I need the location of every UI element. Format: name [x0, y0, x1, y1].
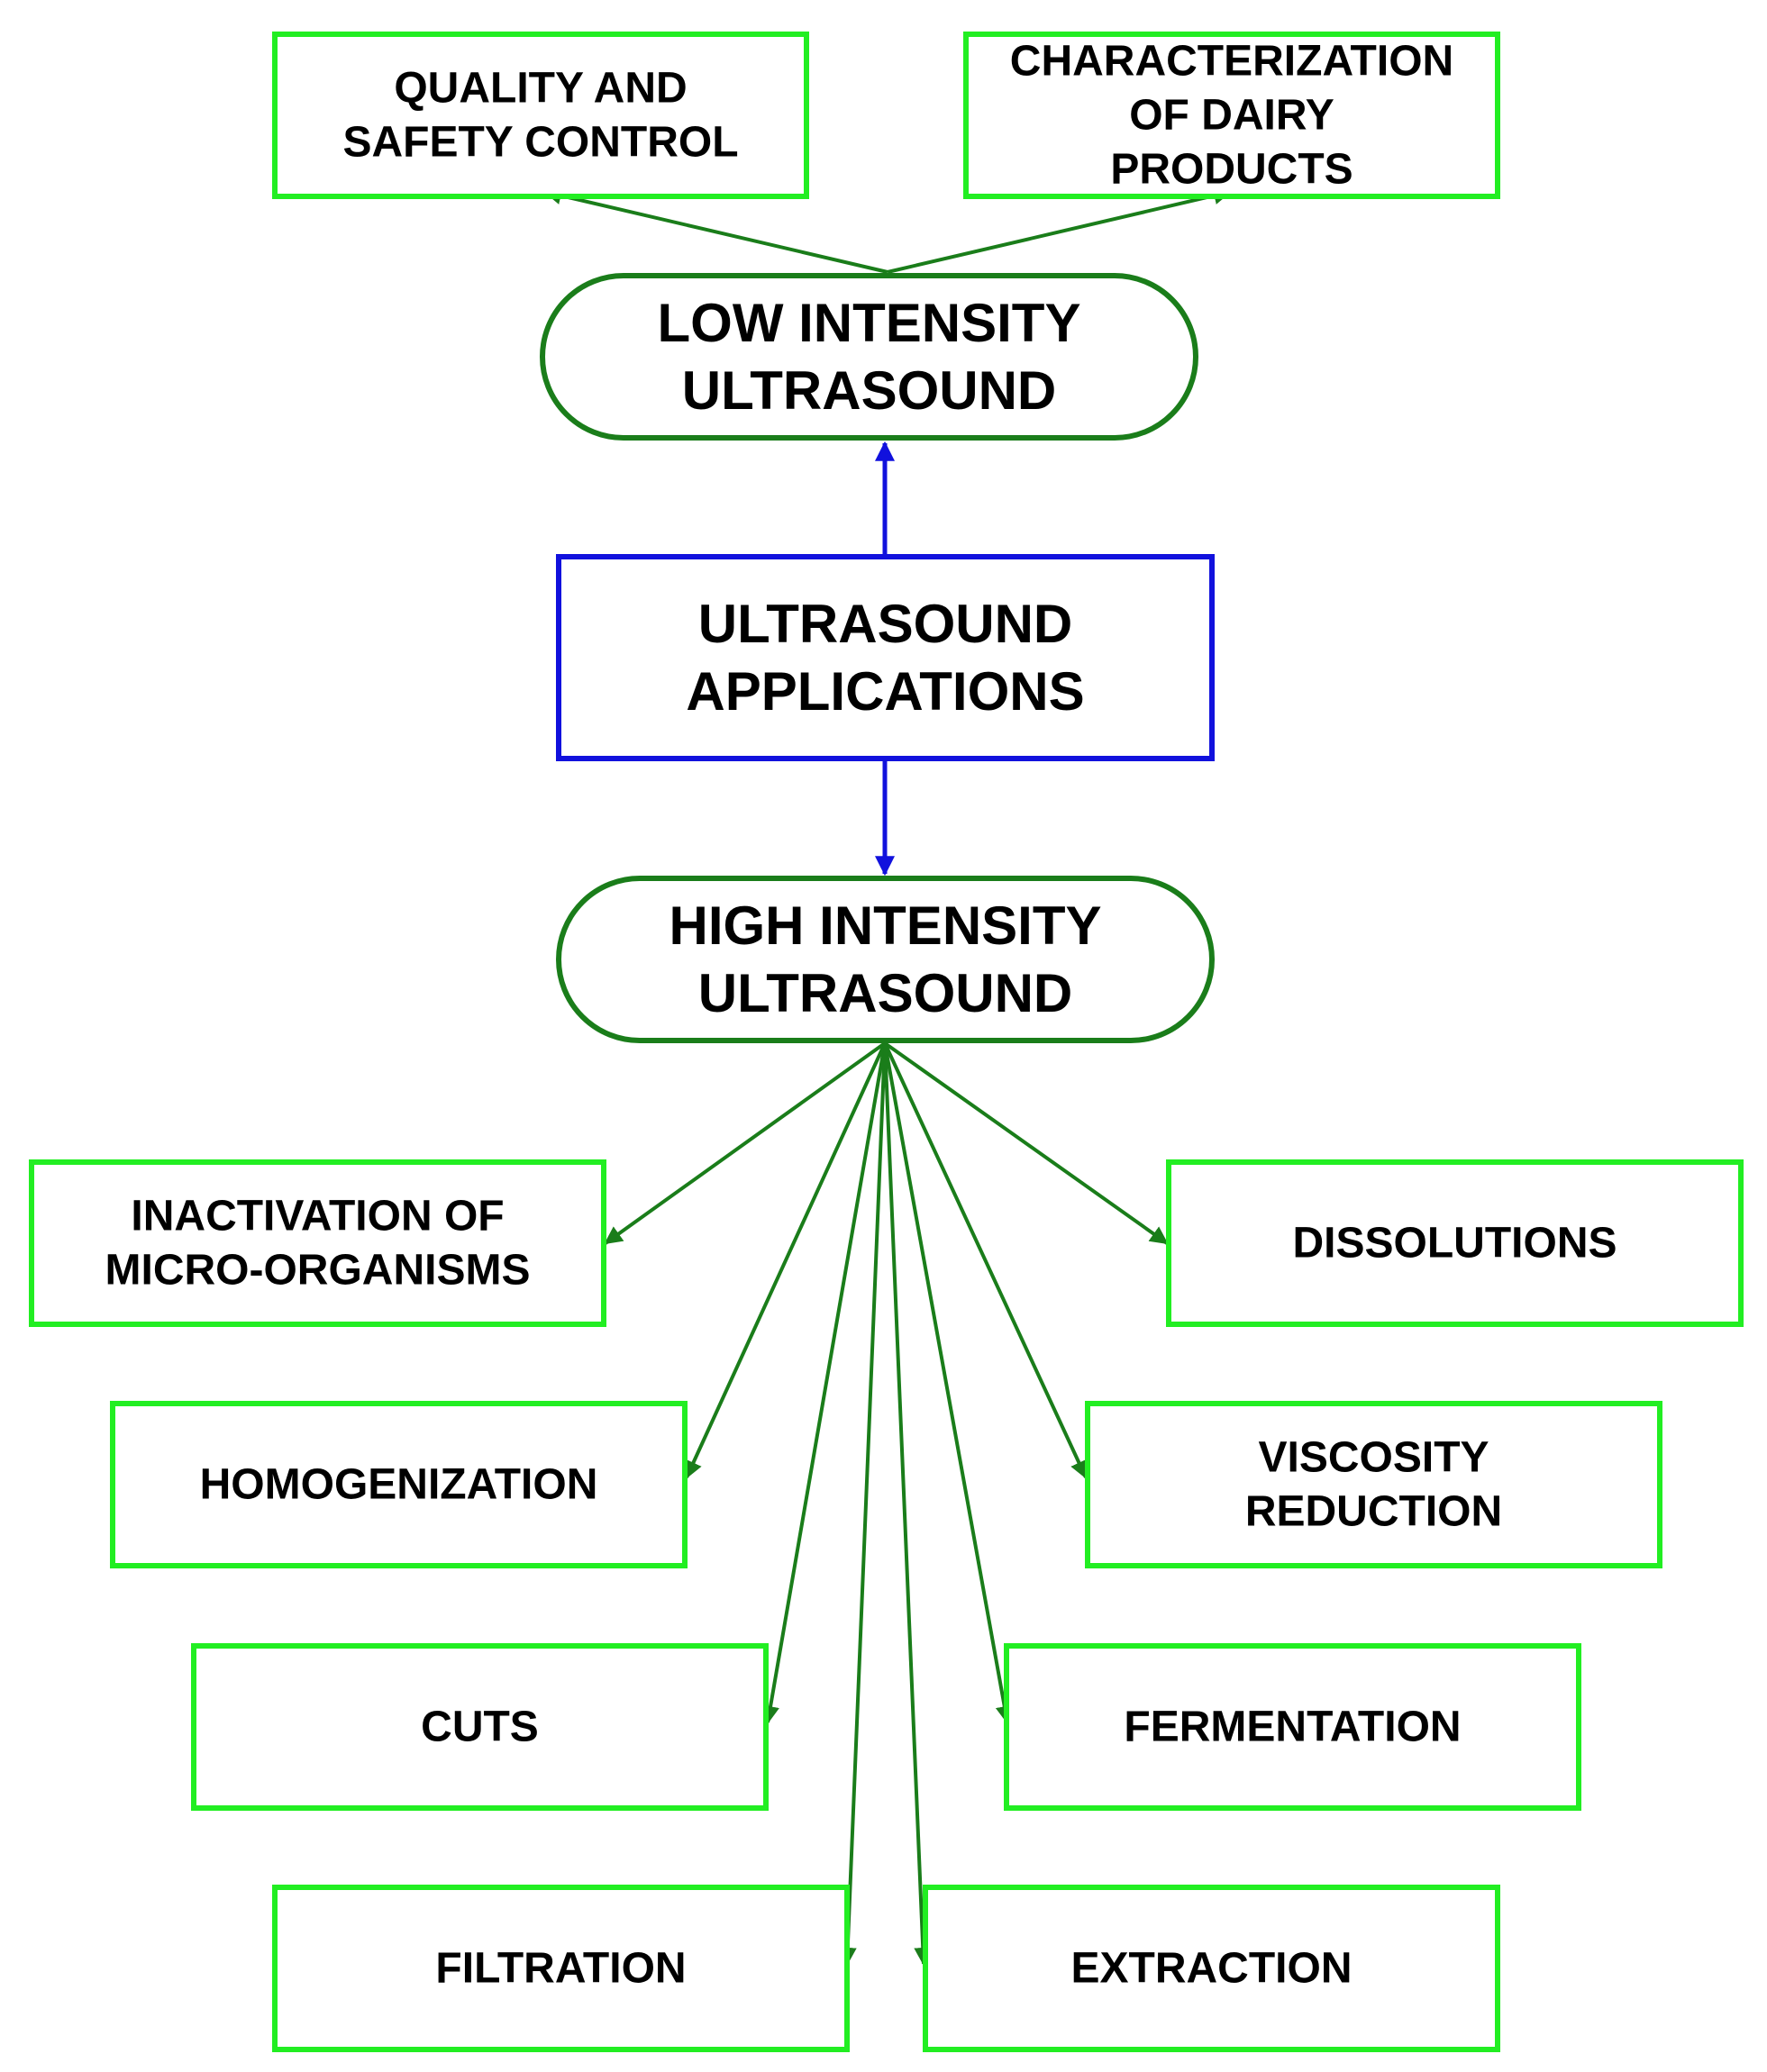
node-homogenization-label-0: HOMOGENIZATION: [200, 1461, 598, 1509]
node-viscosity-box: [1085, 1401, 1662, 1568]
node-viscosity-label-1: REDUCTION: [1245, 1488, 1502, 1536]
node-center: ULTRASOUND APPLICATIONS: [556, 554, 1215, 761]
node-characterization-box: [963, 32, 1500, 199]
arrow-low-quality: [543, 186, 888, 274]
arrow-high-inactivation: [604, 1041, 887, 1245]
node-inactivation-label-1: MICRO-ORGANISMS: [105, 1247, 531, 1295]
arrow-high-homogenization: [685, 1042, 887, 1479]
arrow-high-viscosity: [883, 1042, 1088, 1479]
node-fermentation-box: [1004, 1643, 1581, 1811]
node-homogenization: HOMOGENIZATION: [110, 1401, 688, 1568]
node-quality-label-0: QUALITY AND: [394, 65, 687, 113]
node-center-label-0: ULTRASOUND: [698, 594, 1073, 654]
node-filtration-label-0: FILTRATION: [435, 1945, 686, 1993]
node-characterization: CHARACTERIZATION OF DAIRY PRODUCTS: [963, 32, 1500, 199]
node-quality: QUALITY AND SAFETY CONTROL: [272, 32, 809, 199]
node-low-label-1: ULTRASOUND: [682, 360, 1057, 421]
node-characterization-label-1: OF DAIRY: [1129, 92, 1334, 140]
node-fermentation: FERMENTATION: [1004, 1643, 1581, 1811]
node-dissolutions-label-0: DISSOLUTIONS: [1292, 1220, 1617, 1268]
node-quality-box: [272, 32, 809, 199]
node-extraction-label-0: EXTRACTION: [1071, 1945, 1353, 1993]
node-extraction: EXTRACTION: [923, 1885, 1500, 2052]
arrow-high-cuts: [761, 1042, 887, 1724]
node-low: LOW INTENSITY ULTRASOUND: [540, 273, 1198, 441]
node-dissolutions-box: [1166, 1159, 1744, 1327]
node-cuts: CUTS: [191, 1643, 769, 1811]
node-filtration-box: [272, 1885, 850, 2052]
node-high-label-0: HIGH INTENSITY: [669, 895, 1101, 956]
node-filtration: FILTRATION: [272, 1885, 850, 2052]
node-viscosity: VISCOSITY REDUCTION: [1085, 1401, 1662, 1568]
arrow-high-fermentation: [883, 1042, 1014, 1724]
arrow-low-characterization: [887, 186, 1232, 274]
node-extraction-box: [923, 1885, 1500, 2052]
node-center-box: [556, 554, 1215, 761]
node-inactivation-box: [29, 1159, 606, 1327]
nodes-layer: ULTRASOUND APPLICATIONS LOW INTENSITY ULTRA…: [29, 32, 1744, 2052]
arrow-high-extraction: [883, 1042, 933, 1966]
node-inactivation-label-0: INACTIVATION OF: [131, 1193, 504, 1240]
arrow-high-dissolutions: [883, 1041, 1169, 1245]
node-cuts-box: [191, 1643, 769, 1811]
node-quality-label-1: SAFETY CONTROL: [342, 119, 738, 167]
node-fermentation-label-0: FERMENTATION: [1124, 1704, 1461, 1751]
node-low-box: [540, 273, 1198, 441]
edges-layer: [543, 186, 1232, 1966]
arrow-high-filtration: [838, 1042, 887, 1966]
node-viscosity-label-0: VISCOSITY: [1258, 1434, 1489, 1482]
node-high-box: [556, 876, 1215, 1043]
node-high-label-1: ULTRASOUND: [698, 963, 1073, 1023]
node-cuts-label-0: CUTS: [421, 1704, 539, 1751]
node-high: HIGH INTENSITY ULTRASOUND: [556, 876, 1215, 1043]
node-center-label-1: APPLICATIONS: [686, 661, 1084, 722]
node-low-label-0: LOW INTENSITY: [658, 293, 1081, 353]
node-homogenization-box: [110, 1401, 688, 1568]
node-inactivation: INACTIVATION OF MICRO-ORGANISMS: [29, 1159, 606, 1327]
node-dissolutions: DISSOLUTIONS: [1166, 1159, 1744, 1327]
node-characterization-label-2: PRODUCTS: [1110, 146, 1353, 194]
node-characterization-label-0: CHARACTERIZATION: [1010, 38, 1453, 86]
